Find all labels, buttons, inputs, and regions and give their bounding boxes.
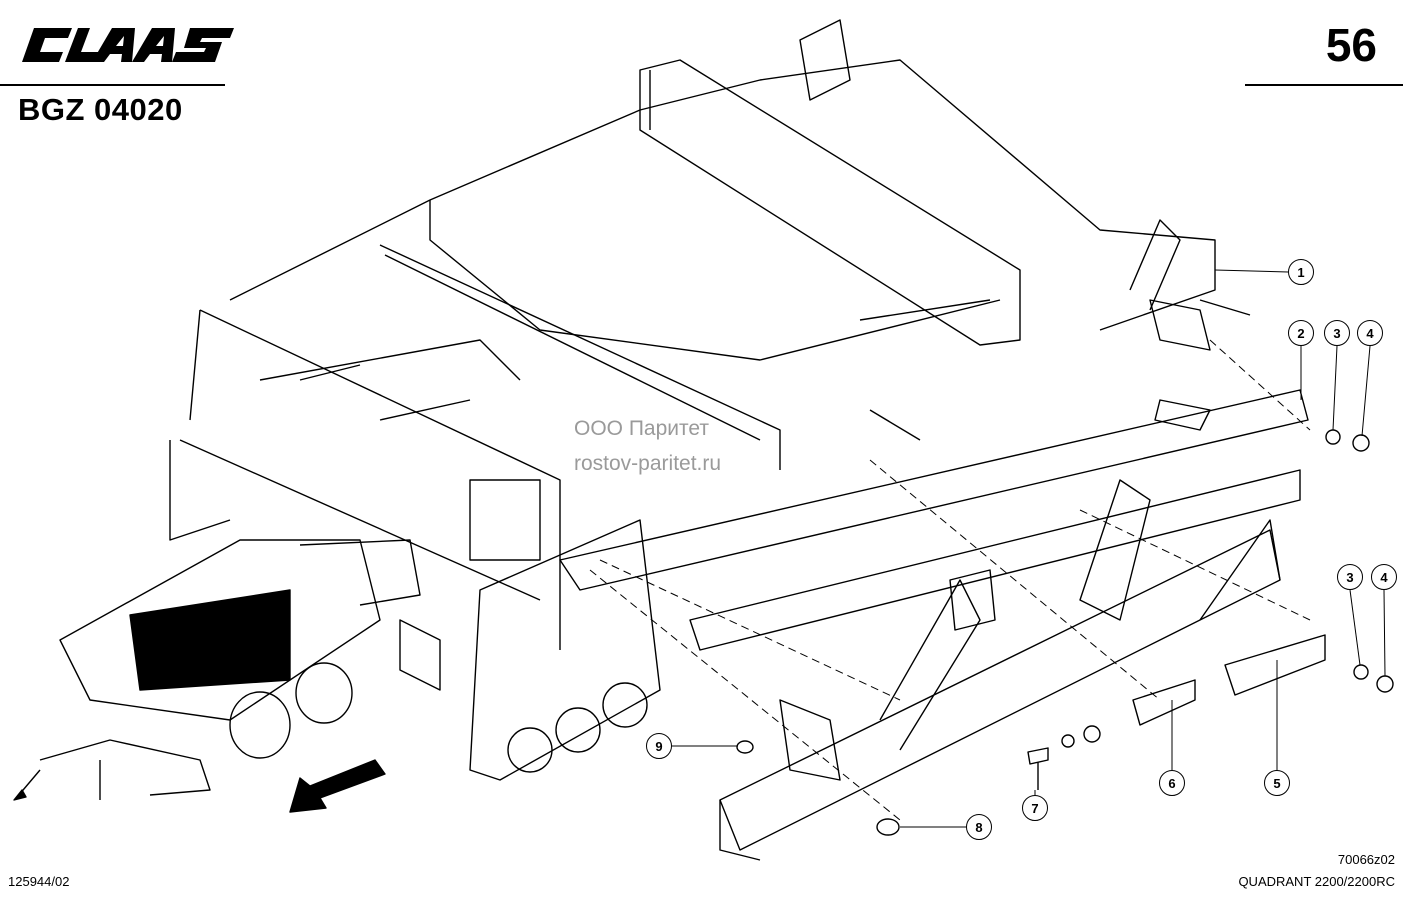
main-frame	[169, 19, 1309, 861]
callout-6: 6	[1159, 770, 1185, 796]
callout-3: 3	[1324, 320, 1350, 346]
callout-3-lower: 3	[1337, 564, 1363, 590]
callout-4-lower: 4	[1371, 564, 1397, 590]
callout-leaders	[672, 269, 1386, 828]
header-rule-left	[0, 84, 225, 86]
direction-arrow	[289, 759, 386, 813]
doc-code: BGZ 04020	[18, 92, 183, 127]
leader-lines	[589, 339, 1311, 821]
baler-thumbnail	[13, 539, 421, 801]
callout-9: 9	[646, 733, 672, 759]
footer-model: QUADRANT 2200/2200RC	[1238, 874, 1395, 889]
page-number: 56	[1325, 19, 1377, 71]
callout-8: 8	[966, 814, 992, 840]
loose-parts	[736, 429, 1394, 836]
watermark-url: rostov-paritet.ru	[574, 452, 722, 475]
callout-4: 4	[1357, 320, 1383, 346]
callout-2: 2	[1288, 320, 1314, 346]
header-rule-right	[1245, 84, 1403, 86]
footer-drawing-ref: 70066z02	[1337, 852, 1395, 867]
watermark-company: ООО Паритет	[574, 417, 710, 440]
claas-logo	[22, 28, 234, 62]
footer-left-ref: 125944/02	[8, 874, 70, 889]
callout-5: 5	[1264, 770, 1290, 796]
callout-1: 1	[1288, 259, 1314, 285]
callout-7: 7	[1022, 795, 1048, 821]
